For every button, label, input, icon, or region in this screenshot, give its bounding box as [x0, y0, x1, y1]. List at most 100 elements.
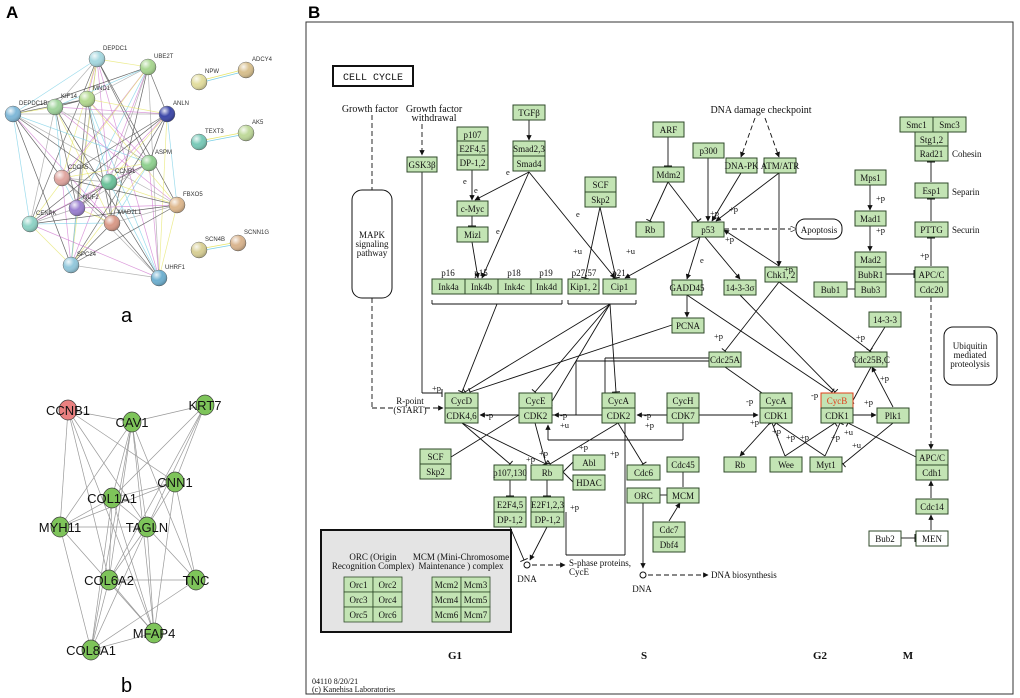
network-b-edge	[174, 404, 206, 483]
modifier-label: +p	[772, 426, 781, 436]
gene-box-cycd[interactable]: CycD	[444, 392, 479, 409]
network-b-edge	[111, 481, 176, 499]
gene-box-smad23[interactable]: Smad2,3	[512, 140, 546, 157]
gene-box-p107130[interactable]: p107,130	[493, 464, 527, 481]
ubiquitin-box[interactable]	[943, 326, 998, 386]
gene-box-pcna[interactable]: PCNA	[671, 317, 705, 334]
gene-box-p300[interactable]: p300	[692, 142, 725, 159]
gene-box-mad2[interactable]: Mad2	[854, 251, 887, 268]
gene-box-mps1[interactable]: Mps1	[854, 169, 887, 186]
gene-box-myt1[interactable]: Myt1	[809, 456, 843, 473]
gene-box-stg12[interactable]: Stg1,2	[914, 131, 949, 148]
gene-box-arf[interactable]: ARF	[652, 121, 685, 138]
gene-box-smc3[interactable]: Smc3	[932, 116, 967, 133]
gene-box-p53[interactable]: p53	[691, 221, 725, 238]
network-b-node-tnc: TNC	[183, 569, 210, 591]
gene-box-rb3[interactable]: Rb	[723, 456, 757, 473]
gene-box-s1433s[interactable]: 14-3-3σ	[723, 279, 757, 296]
gene-box-cdk1b[interactable]: CDK1	[820, 407, 854, 424]
gene-box-e2f45b[interactable]: E2F4,5	[493, 496, 527, 513]
gene-box-scf2[interactable]: SCF	[419, 448, 452, 465]
gene-box-atm[interactable]: ATM/ATR	[761, 157, 800, 174]
gene-box-dp12c[interactable]: DP-1,2	[530, 511, 565, 528]
gene-box-label: p300	[700, 146, 719, 156]
gene-box-gadd45[interactable]: GADD45	[670, 279, 705, 296]
node-label: TNC	[183, 573, 210, 588]
gene-box-kip12[interactable]: Kip1, 2	[567, 278, 600, 295]
gene-box-tgfb[interactable]: TGFβ	[512, 104, 546, 121]
gene-box-hdac[interactable]: HDAC	[572, 474, 606, 491]
gene-box-ink4c[interactable]: Ink4c	[497, 278, 532, 295]
gene-box-cdk7[interactable]: CDK7	[666, 407, 700, 424]
gene-box-cdc25a[interactable]: Cdc25A	[708, 351, 742, 368]
gene-box-apcc2[interactable]: APC/C	[915, 449, 949, 466]
gene-box-wee[interactable]: Wee	[769, 456, 803, 473]
gene-box-label: GSK3β	[408, 160, 436, 170]
gene-box-bubr1[interactable]: BubR1	[854, 266, 887, 283]
gene-box-bub2[interactable]: Bub2	[868, 530, 902, 547]
gene-box-cdk2b[interactable]: CDK2	[601, 407, 636, 424]
gene-box-cdk46[interactable]: CDK4,6	[444, 407, 479, 424]
gene-box-cycb[interactable]: CycB	[820, 392, 854, 409]
dna-circle	[639, 571, 647, 579]
gene-box-cyca2[interactable]: CycA	[759, 392, 793, 409]
gene-box-e2f123[interactable]: E2F1,2,3	[530, 496, 565, 513]
gene-box-cdc14[interactable]: Cdc14	[915, 498, 949, 515]
gene-box-rad21[interactable]: Rad21	[914, 145, 949, 162]
gene-box-cmyc[interactable]: c-Myc	[456, 200, 489, 217]
gene-box-smad4[interactable]: Smad4	[512, 155, 546, 172]
gene-box-rect	[652, 536, 686, 553]
gene-box-s1433[interactable]: 14-3-3	[868, 311, 902, 328]
gene-box-label: Esp1	[923, 186, 941, 196]
gene-box-mdm2[interactable]: Mdm2	[652, 166, 685, 183]
gene-box-bub1[interactable]: Bub1	[813, 281, 848, 298]
gene-box-cip1[interactable]: Cip1	[602, 278, 637, 295]
gene-box-cdk1a[interactable]: CDK1	[759, 407, 793, 424]
mcm-subunit-mcm2: Mcm2	[431, 576, 462, 593]
gene-box-orc[interactable]: ORC	[626, 487, 661, 504]
gene-box-dnapk[interactable]: DNA-PK	[724, 157, 759, 174]
gene-box-dp12b[interactable]: DP-1,2	[493, 511, 527, 528]
gene-box-chk12[interactable]: Chk1, 2	[764, 266, 798, 283]
gene-box-cdc7[interactable]: Cdc7	[652, 521, 686, 538]
gene-box-mcm[interactable]: MCM	[666, 487, 700, 504]
gene-box-cdc6[interactable]: Cdc6	[626, 464, 661, 481]
kegg-relations	[371, 115, 935, 579]
gene-box-cdc45[interactable]: Cdc45	[666, 456, 700, 473]
gene-box-ink4b[interactable]: Ink4b	[464, 278, 499, 295]
gene-box-dp12a[interactable]: DP-1,2	[456, 154, 489, 171]
gene-box-cdc25bc[interactable]: Cdc25B,C	[852, 351, 890, 368]
node-label: ASPM	[155, 150, 172, 156]
gene-box-apcc1[interactable]: APC/C	[914, 266, 949, 283]
gene-box-e2f45a[interactable]: E2F4,5	[456, 140, 489, 157]
gene-box-abl[interactable]: Abl	[572, 454, 606, 471]
gene-box-plk1[interactable]: Plk1	[876, 407, 910, 424]
gene-box-mad1[interactable]: Mad1	[854, 210, 887, 227]
gene-box-bub3[interactable]: Bub3	[854, 281, 887, 298]
gene-box-skp22[interactable]: Skp2	[419, 463, 452, 480]
gene-box-men[interactable]: MEN	[915, 530, 949, 547]
gene-box-smc1[interactable]: Smc1	[899, 116, 934, 133]
gene-box-esp1[interactable]: Esp1	[914, 182, 949, 199]
gene-box-cyce[interactable]: CycE	[518, 392, 553, 409]
gene-box-cdc20[interactable]: Cdc20	[914, 281, 949, 298]
gene-box-p107a[interactable]: p107	[456, 126, 489, 143]
gene-box-ink4a[interactable]: Ink4a	[431, 278, 466, 295]
gene-box-cyca1[interactable]: CycA	[601, 392, 636, 409]
gene-box-rb1[interactable]: Rb	[635, 221, 665, 238]
gene-box-pttg[interactable]: PTTG	[914, 221, 949, 238]
gene-box-gsk3b[interactable]: GSK3β	[406, 156, 438, 173]
gene-box-mizl[interactable]: Mizl	[456, 226, 489, 243]
kegg-relation-line	[842, 422, 894, 465]
gene-box-cdk2a[interactable]: CDK2	[518, 407, 553, 424]
gene-box-rb2[interactable]: Rb	[530, 464, 564, 481]
gene-box-scf1[interactable]: SCF	[584, 176, 617, 193]
gene-box-cdh1[interactable]: Cdh1	[915, 464, 949, 481]
gene-box-dbf4[interactable]: Dbf4	[652, 536, 686, 553]
gene-box-ink4d[interactable]: Ink4d	[530, 278, 563, 295]
network-a-edge	[148, 113, 168, 164]
kegg-relation-line	[584, 206, 601, 279]
gene-box-cych[interactable]: CycH	[666, 392, 700, 409]
gene-box-skp21[interactable]: Skp2	[584, 191, 617, 208]
gene-box-rect	[419, 463, 452, 480]
